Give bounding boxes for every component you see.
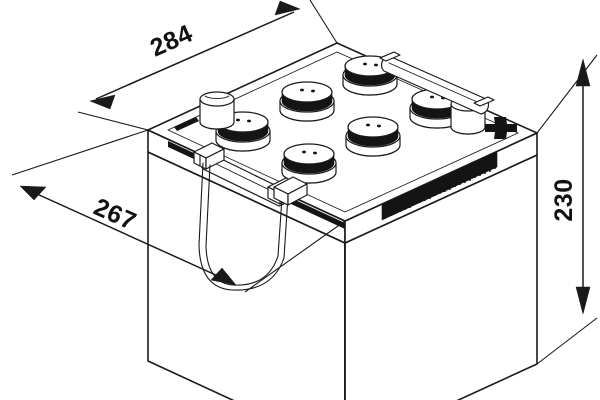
dim-label-267: 267 <box>90 193 141 236</box>
arrow-284-start <box>89 94 116 110</box>
dim-label-230: 230 <box>550 178 578 221</box>
dim-line-267 <box>25 188 230 282</box>
lid-front-bracket <box>273 176 308 206</box>
negative-terminal-marking <box>174 117 199 131</box>
dimension-230: 230 <box>536 54 598 365</box>
dim-label-284: 284 <box>146 19 197 62</box>
battery-terminal-post[interactable] <box>199 91 235 130</box>
cell-vent-cap[interactable] <box>279 81 335 122</box>
ext-line-284-b <box>309 0 338 44</box>
handle-bracket-near-left <box>193 142 225 170</box>
dim-line-284 <box>95 11 295 100</box>
ext-line-230-b <box>536 317 598 365</box>
cell-vent-cap[interactable] <box>215 111 271 152</box>
ext-line-284-a <box>77 111 149 131</box>
handle-bracket-far-right <box>473 96 495 107</box>
arrow-230-bottom <box>575 286 591 315</box>
cell-vent-cap[interactable] <box>345 116 401 157</box>
arrow-284-end <box>274 0 301 16</box>
positive-terminal-marking <box>485 117 517 139</box>
handle-wire-bail <box>198 162 289 291</box>
arrow-267-end <box>210 267 237 286</box>
ext-line-267-b <box>244 220 346 293</box>
handle-bracket-far-left <box>379 51 401 62</box>
cell-vent-cap[interactable] <box>281 143 337 184</box>
arrow-267-start <box>19 185 47 201</box>
ext-line-267-a <box>11 129 149 176</box>
battery-case <box>147 151 538 400</box>
ext-line-230-a <box>536 54 598 134</box>
arrow-230-top <box>575 58 591 87</box>
vent-strip-ribs <box>384 154 496 219</box>
ribbed-vent-strip <box>381 151 498 221</box>
